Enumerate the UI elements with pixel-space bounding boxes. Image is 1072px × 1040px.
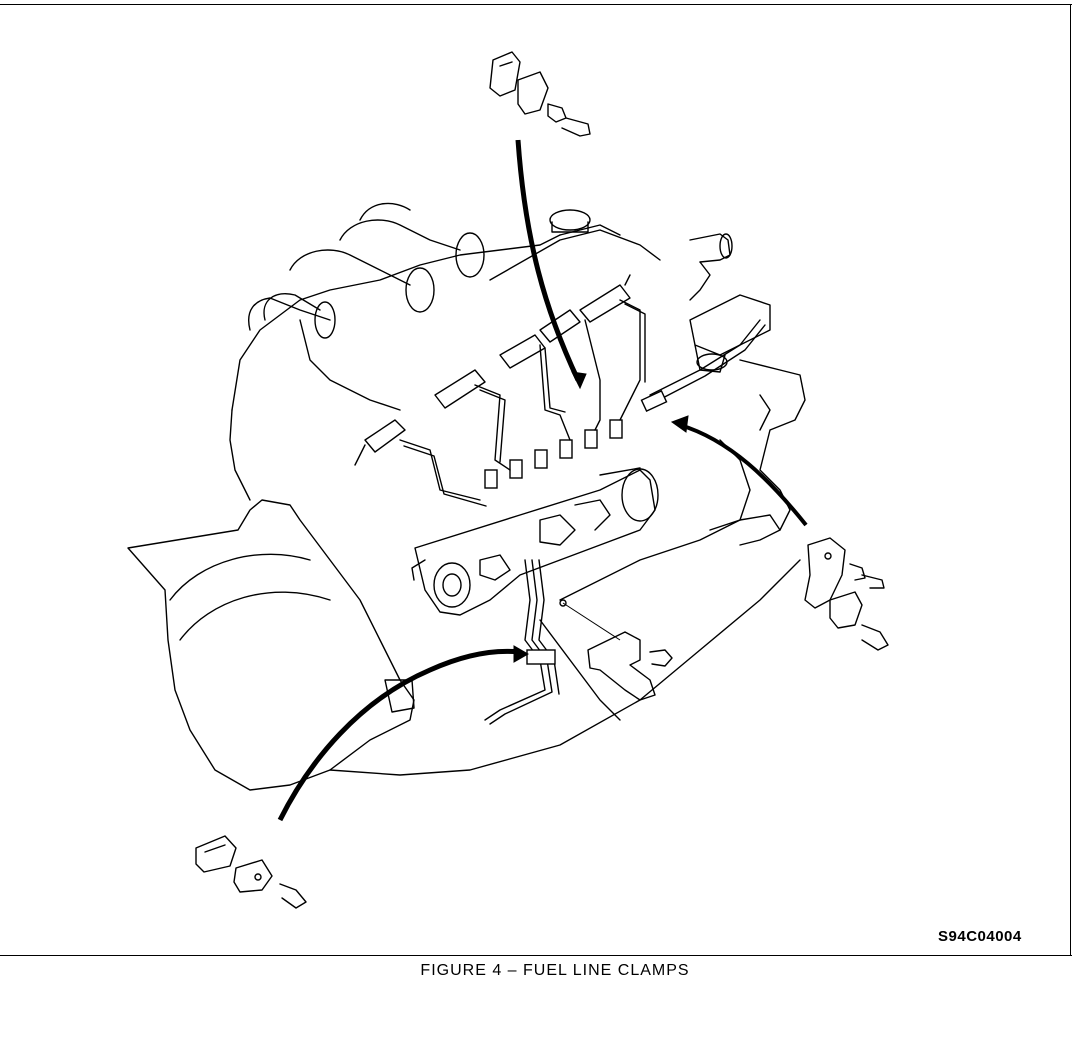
callout-arrows: [277, 139, 808, 822]
frame-right-border: [1070, 4, 1071, 956]
clamp-assembly-right: [804, 537, 889, 651]
engine-block: [127, 202, 806, 791]
fuel-lines: [399, 299, 766, 725]
clamp-assembly-bottom: [195, 835, 307, 909]
clamp-assembly-top: [489, 51, 591, 137]
frame-bottom-border: [0, 955, 1072, 956]
drawing-code: S94C04004: [938, 928, 1022, 945]
injection-pump: [411, 419, 659, 616]
figure-caption: FIGURE 4 – FUEL LINE CLAMPS: [420, 962, 690, 979]
pump-bracket: [559, 599, 673, 701]
fuel-injectors: [354, 274, 631, 466]
engine-illustration: [127, 51, 889, 909]
frame-top-border: [0, 4, 1072, 5]
